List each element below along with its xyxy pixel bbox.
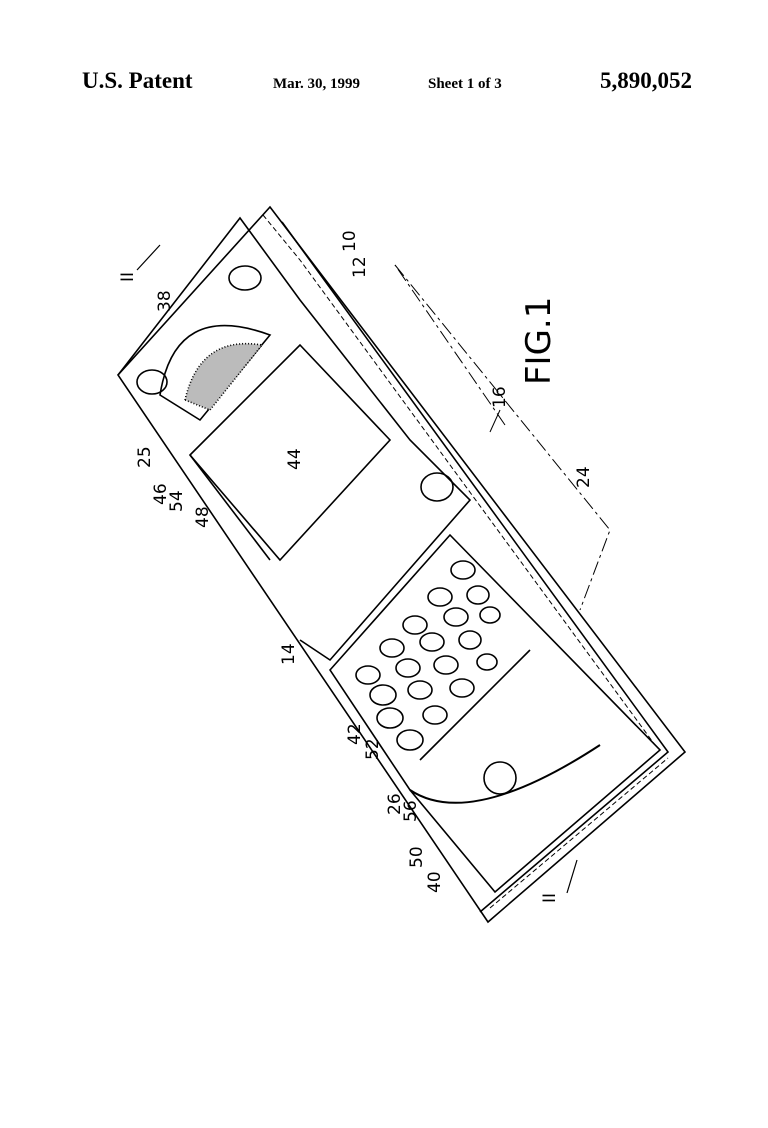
ref-38: 38 — [155, 290, 175, 312]
patent-number: 5,890,052 — [600, 68, 692, 93]
ref-40: 40 — [425, 871, 445, 893]
ref-56: 56 — [401, 800, 421, 822]
ref-42: 42 — [345, 723, 365, 745]
ref-54: 54 — [167, 490, 187, 512]
ref-25: 25 — [135, 446, 155, 468]
ref-14: 14 — [279, 643, 299, 665]
ref-44: 44 — [285, 448, 305, 470]
housing-outline — [116, 205, 687, 924]
housing-rail — [281, 221, 670, 913]
ref-24: 24 — [574, 466, 594, 488]
ref-48: 48 — [193, 506, 213, 528]
ref-50: 50 — [407, 846, 427, 868]
ref-12: 12 — [350, 256, 370, 278]
ref-46: 46 — [151, 483, 171, 505]
upper-panel — [117, 216, 472, 662]
patent-label: U.S. Patent — [82, 68, 193, 93]
lower-panel — [328, 533, 662, 894]
section-mark-bottom: II — [540, 893, 560, 903]
ref-16: 16 — [490, 386, 510, 408]
sheet-number: Sheet 1 of 3 — [428, 76, 502, 92]
keypad-42 — [355, 560, 501, 751]
knob — [136, 369, 168, 395]
compartment-44 — [188, 343, 392, 562]
ref-26: 26 — [385, 793, 405, 815]
button-40 — [483, 761, 517, 795]
figure-title: FIG.1 — [519, 297, 559, 385]
dial-38 — [159, 324, 272, 422]
ref-52: 52 — [363, 738, 383, 760]
ref-10: 10 — [340, 230, 360, 252]
section-mark-top: II — [118, 272, 138, 282]
patent-date: Mar. 30, 1999 — [273, 76, 360, 92]
